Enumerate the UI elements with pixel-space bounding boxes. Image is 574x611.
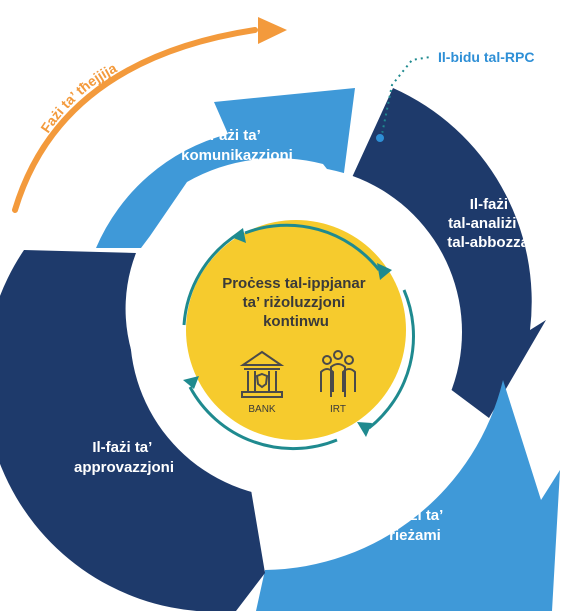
center-hub: Proċess tal-ippjanar ta’ riżoluzzjoni ko…: [130, 166, 462, 498]
cycle-arrowhead-3: [357, 422, 372, 437]
preparation-phase-label-path: Fażi ta’ tħejjija: [37, 60, 119, 136]
team-label: IRT: [330, 404, 346, 415]
rpc-start-dotted-line: [380, 56, 431, 140]
cycle-arrowhead-2: [377, 263, 392, 280]
review-label-line-1: Il-fażi ta’: [383, 507, 443, 524]
preparation-phase-label: Fażi ta’ tħejjija: [37, 60, 119, 136]
communication-label-line-1: Fażi ta’: [210, 127, 261, 144]
approval-label-line-1: Il-fażi ta’: [92, 439, 152, 456]
center-title-line-3: kontinwu: [263, 313, 329, 330]
segment-labels: Fażi ta’ komunikazzjoni Il-fażi tal-anal…: [74, 127, 535, 544]
cycle-arc-4: [182, 232, 239, 326]
team-body-left: [320, 368, 334, 392]
analysis-phase-label: Il-fażi tal-analiżi u tal-abbozzar: [447, 196, 535, 251]
team-head-center: [333, 350, 343, 360]
bank-shield: [255, 372, 269, 389]
bank-base: [241, 391, 283, 398]
bank-icon: [239, 350, 285, 398]
preparation-arrow-head: [258, 17, 287, 44]
center-circle: [186, 220, 406, 440]
analysis-label-line-1: Il-fażi: [470, 196, 508, 213]
communication-label-line-2: komunikazzjoni: [181, 147, 293, 164]
cycle-arc-1: [244, 223, 381, 271]
center-title: Proċess tal-ippjanar ta’ riżoluzzjoni ko…: [222, 275, 370, 330]
cycle-arrowhead-4: [183, 376, 199, 389]
segment-approval-phase: [0, 250, 265, 611]
segment-review-phase: [256, 380, 560, 611]
bank-roof: [239, 350, 285, 366]
analysis-label-line-2: tal-analiżi u: [448, 215, 530, 232]
preparation-arrow-curve: [12, 27, 258, 213]
outer-ring: [0, 88, 560, 611]
team-head-left: [322, 355, 332, 365]
approval-phase-label: Il-fażi ta’ approvazzjoni: [74, 439, 174, 476]
team-body-center: [330, 363, 346, 397]
communication-phase-label: Fażi ta’ komunikazzjoni: [181, 127, 293, 164]
center-cycle-arrows: [182, 223, 415, 451]
cycle-arc-3: [188, 386, 338, 451]
approval-label-line-2: approvazzjoni: [74, 459, 174, 476]
rpc-start-dot: [374, 132, 386, 144]
rpc-start-marker: Il-bidu tal-RPC: [374, 49, 534, 144]
center-title-line-2: ta’ riżoluzzjoni: [243, 294, 346, 311]
review-label-line-2: rieżami: [389, 527, 441, 544]
center-title-line-1: Proċess tal-ippjanar: [222, 275, 366, 292]
cycle-arrowhead-1: [231, 228, 246, 243]
team-head-right: [344, 355, 354, 365]
cycle-arc-2: [368, 289, 415, 430]
bank-label: BANK: [248, 404, 276, 415]
analysis-label-line-3: tal-abbozzar: [447, 234, 535, 251]
review-phase-label: Il-fażi ta’ rieżami: [383, 507, 446, 544]
team-body-right: [342, 368, 356, 392]
center-cycle-arrowheads: [183, 228, 392, 437]
segment-communication-phase: [20, 88, 355, 248]
segment-analysis-phase: [343, 88, 546, 418]
rpc-start-label: Il-bidu tal-RPC: [438, 49, 534, 65]
team-icon: [320, 350, 356, 397]
